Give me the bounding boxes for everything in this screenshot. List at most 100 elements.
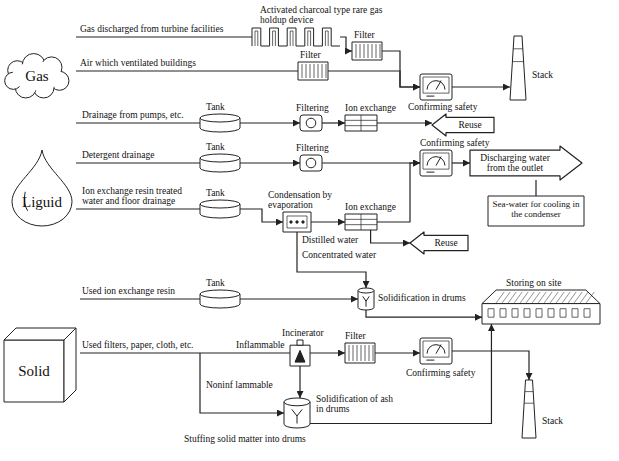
charcoal-holdup-device: Activated charcoal type rare gas holdup … [252, 28, 340, 46]
node-label: Condensation by evaporation [268, 190, 343, 210]
flow-connector [299, 366, 300, 398]
flow-label: Distilled water [302, 235, 358, 245]
tank: Tank [200, 154, 240, 172]
storage-building: Storing on site [482, 290, 600, 324]
discharge-arrow-outline [470, 146, 582, 180]
flow-label: Detergent drainage [82, 150, 154, 160]
safety-monitor-shape [420, 74, 452, 100]
safety-monitor-outline [420, 150, 452, 176]
evaporator-outline [283, 212, 311, 232]
node-label: Tank [206, 142, 225, 152]
safety-monitor: Confirming safety [420, 74, 452, 100]
flow-connector [452, 162, 470, 163]
node-label: Filter [345, 331, 366, 341]
safety-monitor-shape [420, 150, 452, 176]
pipe [76, 162, 200, 163]
safety-monitor-outline [420, 338, 452, 364]
liquid-drop: Liguid [12, 150, 72, 226]
drum-shape [358, 288, 374, 310]
node-label: Tank [206, 188, 225, 198]
node-label: Solid [4, 328, 76, 402]
pipe [76, 70, 298, 71]
stack: Stack [510, 36, 526, 100]
drum-outline [358, 288, 374, 310]
tank-shape [200, 200, 240, 218]
stack-outline [522, 380, 536, 438]
reuse-arrow-outline [410, 232, 468, 254]
filter: Filter [298, 62, 328, 80]
filtering-unit: Filtering [300, 155, 322, 171]
node-label: Confirming safety [406, 368, 475, 378]
node-label: Filtering [296, 143, 329, 153]
storage-building-shape [482, 290, 600, 324]
flow-connector [311, 221, 345, 222]
pipe [76, 36, 252, 37]
evaporator-shape [283, 212, 311, 232]
tank: Tank [200, 290, 240, 308]
pipe [80, 298, 200, 299]
filtering-unit-shape [300, 115, 322, 131]
flow-label: Ion exchange resin treated water and flo… [82, 186, 196, 206]
filter-outline [298, 62, 328, 80]
ion-exchanger-shape [345, 214, 377, 230]
flow-label: Used ion exchange resin [82, 286, 175, 296]
drum-outline [284, 398, 310, 428]
drum: Solidification in drums [358, 288, 374, 310]
flow-label: Drainage from pumps, etc. [82, 110, 184, 120]
storage-building-outline [482, 290, 600, 324]
tank-outline [200, 200, 240, 218]
tank-outline [200, 114, 240, 132]
node-label: Filter [354, 30, 375, 40]
filter-outline [352, 42, 382, 60]
node-label: Ion exchange [345, 202, 396, 212]
flow-connector [328, 71, 420, 87]
flow-connector [535, 180, 536, 196]
flow-connector [377, 122, 432, 123]
reuse-arrow: Reuse [432, 114, 494, 136]
flow-connector [310, 352, 345, 353]
node-label: Tank [206, 278, 225, 288]
flow-connector [322, 162, 420, 163]
solid-cube: Solid [4, 328, 76, 402]
filter-outline [345, 343, 375, 363]
ion-exchanger-outline [345, 115, 377, 131]
filtering-unit: Filtering [300, 115, 322, 131]
node-label: Solidification of ash in drums [316, 394, 396, 414]
tank-outline [200, 154, 240, 172]
safety-monitor-outline [420, 74, 452, 100]
tank: Tank [200, 200, 240, 218]
safety-monitor: Confirming safety [420, 150, 452, 176]
gas-cloud: Gas [4, 52, 70, 100]
flow-connector [240, 162, 300, 163]
tank: Tank [200, 114, 240, 132]
node-label: Activated charcoal type rare gas holdup … [260, 5, 395, 25]
node-label: Confirming safety [408, 102, 477, 112]
ion-exchanger: Ion exchange [345, 214, 377, 230]
drum-shape [284, 398, 310, 428]
node-label: Incinerator [282, 328, 324, 338]
node-label: Solidification in drums [378, 293, 466, 303]
filtering-unit-outline [300, 155, 322, 171]
node-label: Storing on site [506, 278, 561, 288]
seawater-box-outline [488, 196, 584, 226]
flow-label: Air which ventilated buildings [80, 58, 196, 68]
flow-connector [366, 310, 482, 317]
node-label: Stack [542, 416, 563, 426]
seawater-box: Sea-water for cooling in the condenser [488, 196, 584, 226]
filter-shape [298, 62, 328, 80]
charcoal-holdup-device-shape [252, 28, 340, 46]
node-label: Filtering [296, 103, 329, 113]
node-label: Confirming safety [420, 138, 489, 148]
reuse-arrow: Reuse [410, 232, 468, 254]
stack: Stack [522, 380, 536, 438]
node-label: Sea-water for cooling in the condenser [492, 199, 580, 219]
flow-connector [297, 232, 366, 288]
stack-shape [510, 36, 526, 100]
filter: Filter [345, 343, 375, 363]
liquid-drop-shape [12, 150, 72, 226]
stack-outline [510, 36, 526, 100]
flow-connector [382, 51, 420, 87]
filter-shape [345, 343, 375, 363]
node-label: Liguid [12, 150, 72, 226]
flow-connector [377, 163, 420, 222]
